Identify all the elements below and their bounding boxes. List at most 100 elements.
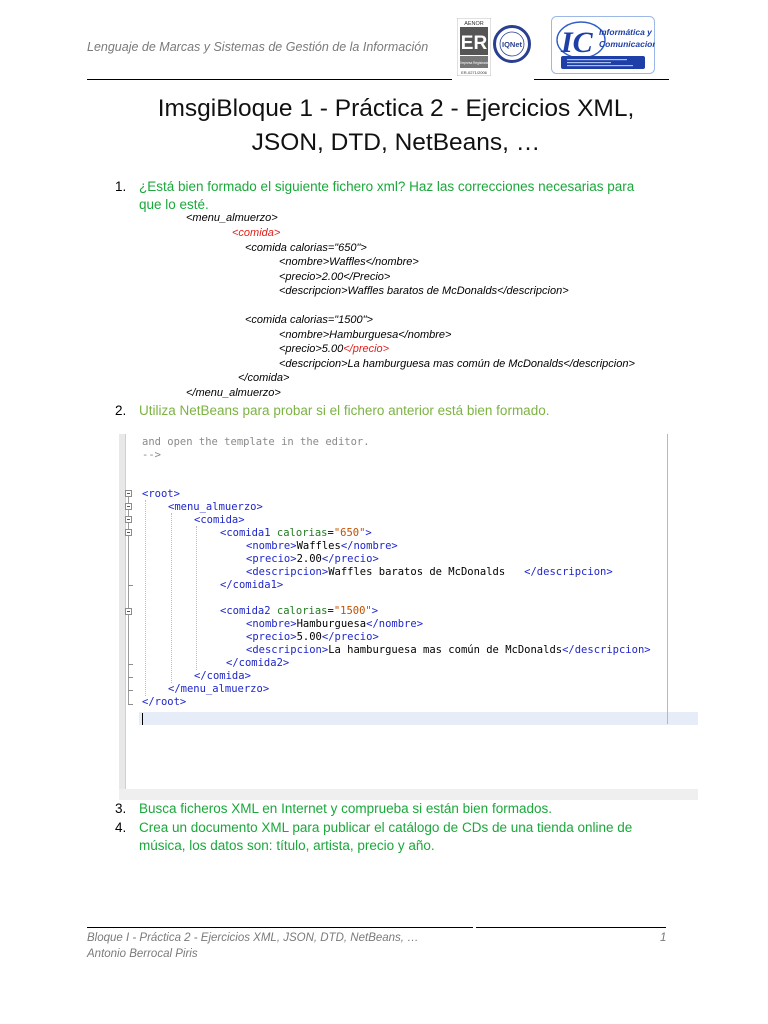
xml-line: <menu_almuerzo>: [186, 212, 278, 224]
fold-collapse-icon[interactable]: [125, 608, 132, 615]
header-rule-right: [534, 79, 669, 80]
code-tag: <comida2: [220, 605, 271, 617]
exercise-4-text-line2: música, los datos son: título, artista, …: [139, 838, 435, 853]
exercise-3-number: 3.: [115, 801, 127, 816]
code-tag: </descripcion>: [524, 566, 613, 578]
aenor-seal-text: ER: [461, 33, 488, 54]
code-tag: <precio>: [246, 631, 297, 643]
code-tag: </root>: [142, 696, 187, 708]
code-line[interactable]: </comida2>: [226, 657, 289, 669]
fold-collapse-icon[interactable]: [125, 490, 132, 497]
code-text: Hamburguesa: [296, 618, 367, 630]
code-line[interactable]: <menu_almuerzo>: [168, 501, 263, 513]
code-line[interactable]: <root>: [142, 488, 180, 500]
xml-line: <descripcion>La hamburguesa mas común de…: [279, 358, 635, 370]
code-tag: </comida1>: [220, 579, 284, 591]
code-value: "1500": [333, 605, 372, 617]
code-tag: </precio>: [321, 631, 379, 643]
xml-line: <precio>2.00</Precio>: [279, 271, 391, 283]
aenor-brand-text: AENOR: [464, 21, 484, 27]
code-text: 5.00: [296, 631, 322, 643]
code-eq: =: [327, 527, 334, 539]
code-tag: <nombre>: [246, 540, 297, 552]
indent-guide: [145, 500, 146, 696]
code-line[interactable]: <comida1 calorias="650">: [220, 527, 372, 539]
code-tag: >: [371, 605, 379, 617]
fold-collapse-icon[interactable]: [125, 516, 132, 523]
footer-page-number: 1: [660, 932, 667, 944]
fold-end-marker: [128, 677, 133, 678]
xml-line: </menu_almuerzo>: [186, 387, 281, 399]
code-tag: </comida>: [194, 670, 251, 682]
fold-collapse-icon[interactable]: [125, 529, 132, 536]
footer-left-line1: Bloque I - Práctica 2 - Ejercicios XML, …: [87, 932, 419, 944]
xml-error-precio: </precio>: [343, 343, 390, 355]
code-attr: calorias: [276, 605, 328, 617]
informatica-comunicaciones-logo: IC Informática y Comunicaciones: [551, 16, 667, 74]
editor-bottom-bar: [119, 789, 698, 800]
code-text: Waffles baratos de McDonalds: [328, 566, 525, 578]
code-line[interactable]: <descripcion>Waffles baratos de McDonald…: [246, 566, 613, 578]
xml-line: <comida calorias="650">: [245, 242, 367, 254]
xml-line: <comida calorias="1500">: [245, 314, 373, 326]
xml-line: <comida>: [232, 227, 280, 239]
code-eq: =: [327, 605, 334, 617]
iqnet-text: IQNet: [502, 40, 523, 49]
code-line[interactable]: </menu_almuerzo>: [168, 683, 269, 695]
code-value: "650": [333, 527, 366, 539]
exercise-1-text-line1: ¿Está bien formado el siguiente fichero …: [139, 179, 635, 194]
code-tag: >: [365, 527, 372, 539]
code-line[interactable]: <precio>2.00</precio>: [246, 553, 379, 565]
indent-guide: [196, 526, 197, 670]
page-title-line1: ImsgiBloque 1 - Práctica 2 - Ejercicios …: [157, 95, 635, 122]
editor-current-line: [139, 712, 698, 725]
code-tag: <descripcion>: [246, 566, 329, 578]
ic-line1-text: Informática y: [599, 27, 653, 37]
code-line[interactable]: <comida>: [194, 514, 245, 526]
code-comment-line: and open the template in the editor.: [142, 436, 370, 448]
fold-collapse-icon[interactable]: [125, 503, 132, 510]
aenor-caption-text: Empresa Registrada: [459, 61, 488, 65]
code-tag: </nombre>: [366, 618, 424, 630]
code-tag: </menu_almuerzo>: [168, 683, 270, 695]
iqnet-logo: IQNet: [493, 25, 531, 63]
code-tag: <menu_almuerzo>: [168, 501, 263, 513]
code-line[interactable]: <comida2 calorias="1500">: [220, 605, 378, 617]
footer-rule-left: [87, 927, 473, 928]
xml-line: <descripcion>Waffles baratos de McDonald…: [279, 285, 569, 297]
editor-gutter: [119, 434, 126, 800]
exercise-3-text: Busca ficheros XML en Internet y comprue…: [139, 801, 552, 816]
code-line[interactable]: <nombre>Hamburguesa</nombre>: [246, 618, 423, 630]
exercise-2-number: 2.: [115, 403, 127, 418]
netbeans-editor-screenshot: and open the template in the editor. -->…: [119, 434, 698, 800]
code-line[interactable]: <descripcion>La hamburguesa mas común de…: [246, 644, 651, 656]
fold-end-marker: [128, 690, 133, 691]
code-line[interactable]: </comida>: [194, 670, 251, 682]
footer-left-line2: Antonio Berrocal Piris: [87, 948, 198, 960]
xml-line: </comida>: [238, 372, 290, 384]
xml-line: <precio>5.00</precio>: [279, 343, 389, 355]
ic-brand-text: IC: [560, 26, 594, 59]
exercise-2-text: Utiliza NetBeans para probar si el fiche…: [139, 403, 550, 418]
code-tag: <comida>: [194, 514, 245, 526]
aenor-code-text: ER-0271/2006: [461, 70, 488, 75]
code-line[interactable]: <nombre>Waffles</nombre>: [246, 540, 398, 552]
fold-end-marker: [128, 704, 133, 705]
code-tag: </descripcion>: [562, 644, 651, 656]
code-tag: </nombre>: [340, 540, 398, 552]
ic-line2-text: Comunicaciones: [599, 39, 655, 49]
exercise-4-text-line1: Crea un documento XML para publicar el c…: [139, 820, 633, 835]
code-text: 2.00: [296, 553, 322, 565]
exercise-1-text-line2: que lo esté.: [139, 197, 209, 212]
text-caret: [142, 713, 143, 725]
indent-guide: [171, 513, 172, 683]
code-text: La hamburguesa mas común de McDonalds: [328, 644, 563, 656]
footer-rule-right: [476, 927, 666, 928]
fold-end-marker: [128, 664, 133, 665]
code-line[interactable]: <precio>5.00</precio>: [246, 631, 379, 643]
xml-error-comida: <comida>: [232, 227, 281, 239]
xml-line: <nombre>Hamburguesa</nombre>: [279, 329, 452, 341]
code-line[interactable]: </root>: [142, 696, 186, 708]
code-line[interactable]: </comida1>: [220, 579, 283, 591]
code-tag: <precio>: [246, 553, 297, 565]
